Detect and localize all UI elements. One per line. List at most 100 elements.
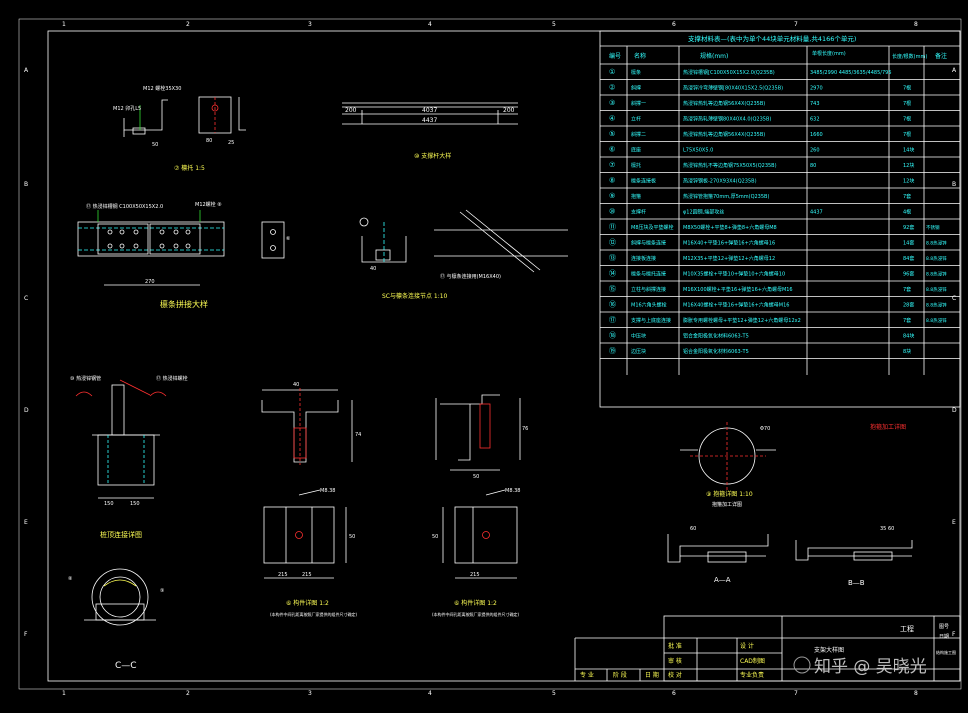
- bom-cell-no: ⑦: [609, 161, 615, 169]
- bom-cell-name: 檩条连接板: [631, 178, 656, 185]
- bom-cell-count: 7套: [903, 193, 911, 200]
- svg-text:⑩ 热浸锌钢管: ⑩ 热浸锌钢管: [70, 375, 101, 382]
- tb-label: CAD制图: [740, 657, 765, 665]
- bom-cell-no: ⑪: [609, 223, 616, 231]
- bom-cell-note: 8.8热浸锌: [926, 255, 947, 262]
- svg-text:25: 25: [228, 140, 234, 146]
- bom-title: 支撑材料表—(表中为单个44块单元材料量,共4166个单元): [688, 34, 856, 43]
- bom-cell-spec: 热浸锌热轧等边角钢56X4X(Q235B): [683, 100, 765, 107]
- part-detail-2-title: ⑥ 构件详图 1:2: [454, 599, 497, 607]
- bom-cell-spec: 膨胀专用螺栓螺母+平垫12+弹垫12+六角螺母12x2: [683, 317, 801, 324]
- bom-cell-name: 支撑杆: [631, 209, 646, 216]
- svg-text:⑰ 与檩条连接用(M16X40): ⑰ 与檩条连接用(M16X40): [440, 273, 501, 280]
- svg-text:74: 74: [355, 432, 361, 438]
- bracket-h-dim: 50: [152, 142, 158, 148]
- svg-text:40: 40: [370, 266, 376, 272]
- bom-cell-no: ①: [609, 68, 615, 76]
- svg-text:Φ70: Φ70: [760, 426, 770, 432]
- grid-number: 2: [186, 690, 190, 697]
- bom-cell-count: 12块: [903, 178, 914, 185]
- bom-cell-name: 边压块: [631, 348, 646, 355]
- grid-number: 7: [794, 21, 798, 28]
- watermark: 知乎 @ 吴晓光: [793, 656, 927, 677]
- bom-cell-no: ⑥: [609, 146, 615, 154]
- grid-number: 3: [308, 690, 312, 697]
- bom-cell-name: 斜撑: [631, 85, 641, 92]
- bom-cell-qty: 3485/2990 4485/3635/4485/795: [810, 70, 892, 76]
- svg-text:40: 40: [293, 382, 299, 388]
- bom-cell-name: 连接板连接: [631, 255, 656, 262]
- sc-node-title: SC与檩条连接节点 1:10: [382, 292, 448, 300]
- bom-cell-no: ④: [609, 115, 615, 123]
- bom-header-name: 名称: [634, 52, 646, 60]
- bom-cell-count: 96套: [903, 271, 914, 278]
- grid-letter: A: [24, 67, 29, 74]
- bom-cell-qty: 260: [810, 148, 820, 154]
- bom-cell-spec: 热浸锌热轧等边角钢56X4X(Q235B): [683, 131, 765, 138]
- svg-text:215: 215: [278, 572, 288, 578]
- bom-cell-spec: 热浸锌管抱箍70mm,厚5mm(Q235B): [683, 193, 769, 200]
- bom-cell-count: 84块: [903, 333, 914, 340]
- bom-cell-name: 檩托: [631, 162, 641, 169]
- grid-number: 6: [672, 21, 676, 28]
- svg-text:⑨: ⑨: [160, 588, 164, 594]
- grid-number: 8: [914, 21, 918, 28]
- bom-cell-note: 8.8热浸锌: [926, 240, 947, 247]
- support-bar-view: 4037 4437 200 200 ⑩ 支撑杆大样: [342, 102, 518, 160]
- bom-cell-no: ③: [609, 99, 615, 107]
- section-aa-view: 60 A—A: [667, 526, 769, 584]
- bom-cell-no: ⑮: [609, 285, 616, 293]
- bom-cell-count: 28套: [903, 302, 914, 309]
- section-bb-title: B—B: [848, 579, 865, 587]
- bom-cell-spec: M16X40螺栓+平垫16+弹垫16+六角螺母M16: [683, 302, 789, 309]
- bom-cell-count: 7套: [903, 286, 911, 293]
- angle-detail-view: 76 50: [435, 394, 528, 480]
- tb-label: 批 准: [668, 642, 682, 650]
- hoop-title: ⑨ 抱箍详图 1:10: [706, 490, 753, 498]
- bom-cell-count: 7根: [903, 116, 911, 123]
- purlin-splice-view: ⑰ 热浸锌槽钢 C100X50X15X2.0 M12螺栓 ⑧ 270 ⑥ 檩条拼…: [77, 201, 291, 309]
- tb-project: 工程: [900, 624, 914, 633]
- tb-label: 专 业: [580, 671, 594, 679]
- bom-header-note: 备注: [935, 52, 947, 60]
- column-base-view: ⑩ 热浸锌钢管 ⑰ 热浸锌螺栓 150 150 桩顶连接详图: [70, 375, 188, 539]
- bom-cell-spec: 热浸锌冷弯薄壁钢[80X40X15X2.5(Q235B): [683, 85, 783, 92]
- bom-cell-no: ⑭: [609, 270, 616, 278]
- svg-text:图号: 图号: [939, 624, 949, 630]
- bom-cell-count: 14套: [903, 240, 914, 247]
- svg-text:50: 50: [349, 534, 355, 540]
- grid-number: 4: [428, 690, 432, 697]
- bom-cell-spec: L75X50X5.0: [683, 148, 713, 154]
- tb-label: 日 期: [645, 671, 659, 679]
- bracket-hole-label: M12 螺栓35X30: [143, 85, 181, 92]
- svg-text:日期: 日期: [939, 634, 949, 640]
- bom-cell-note: 8.8热浸锌: [926, 317, 947, 324]
- grid-number: 8: [914, 690, 918, 697]
- bom-cell-name: 斜撑二: [631, 131, 646, 138]
- grid-letter: D: [952, 407, 957, 414]
- svg-text:270: 270: [145, 279, 155, 285]
- bom-cell-spec: M8X50螺栓+平垫8+弹垫8+六角螺母M8: [683, 224, 777, 231]
- column-base-title: 桩顶连接详图: [100, 530, 142, 539]
- bom-cell-spec: M10X35螺栓+平垫10+弹垫10+六角螺母10: [683, 271, 785, 278]
- bom-cell-count: 4根: [903, 209, 911, 216]
- grid-letter: E: [24, 519, 28, 526]
- bom-cell-no: ②: [609, 84, 615, 92]
- section-cc-title: C—C: [115, 661, 137, 671]
- tb-drawing-name: 支架大样图: [814, 646, 844, 654]
- bom-cell-qty: 4437: [810, 210, 823, 216]
- part-detail-1: M8.38 215 215 50 ⑥ 构件详图 1:2 (本构件中间孔距离按照厂…: [263, 488, 358, 617]
- section-cc-view: ⑧ ⑨ C—C: [68, 568, 164, 671]
- outer-border: [18, 18, 962, 690]
- bom-cell-name: 立柱与斜撑连接: [631, 286, 666, 293]
- bom-cell-no: ⑯: [609, 301, 616, 309]
- grid-number: 7: [794, 690, 798, 697]
- grid-letter: F: [24, 631, 28, 638]
- grid-letter: C: [24, 295, 28, 302]
- grid-letter: B: [952, 181, 956, 188]
- svg-text:150: 150: [130, 501, 140, 507]
- bom-cell-name: 支撑与上底座连接: [631, 317, 671, 324]
- bom-header-len: 长度/根数(mm): [892, 53, 927, 60]
- grid-number: 1: [62, 21, 66, 28]
